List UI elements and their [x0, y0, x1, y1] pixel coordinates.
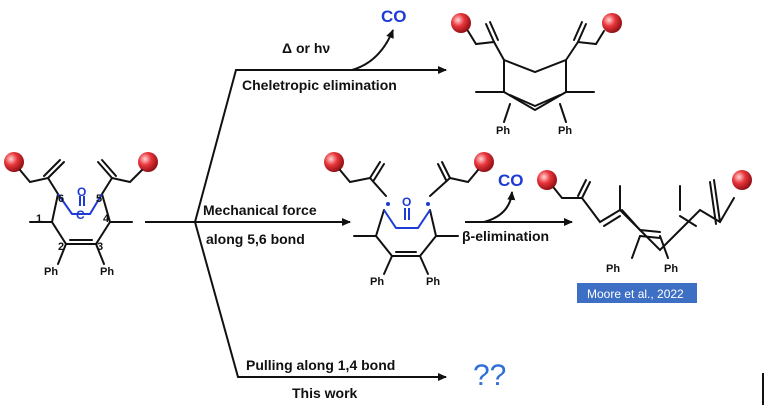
co-byproduct-middle: CO — [498, 171, 524, 190]
carbonyl-oxygen-label: O — [77, 185, 86, 199]
polymer-sphere-icon — [537, 170, 557, 190]
phenyl-label: Ph — [558, 125, 572, 137]
locant-4: 4 — [103, 213, 110, 225]
starting-molecule: O C 1 2 3 4 5 6 Ph Ph — [4, 152, 158, 278]
bottom-detail: This work — [292, 385, 358, 401]
locant-3: 3 — [97, 241, 103, 253]
polymer-sphere-icon — [732, 170, 752, 190]
top-conditions: Δ or hν — [282, 40, 330, 56]
phenyl-label: Ph — [664, 263, 678, 275]
polymer-sphere-icon — [474, 152, 494, 172]
bottom-conditions: Pulling along 1,4 bond — [246, 357, 395, 373]
phenyl-label: Ph — [100, 266, 114, 278]
radical-dot — [426, 202, 430, 206]
citation-text: Moore et al., 2022 — [587, 287, 684, 301]
phenyl-label: Ph — [370, 276, 384, 288]
polymer-sphere-icon — [602, 13, 622, 33]
phenyl-label: Ph — [496, 125, 510, 137]
polymer-sphere-icon — [324, 152, 344, 172]
phenyl-label: Ph — [44, 266, 58, 278]
top-pathway: Δ or hν Cheletropic elimination CO Ph Ph — [242, 7, 622, 137]
middle-pathway: Mechanical force along 5,6 bond O Ph Ph … — [203, 152, 752, 303]
locant-6: 6 — [58, 193, 64, 205]
locant-1: 1 — [36, 213, 42, 225]
phenyl-label: Ph — [606, 263, 620, 275]
phenyl-label: Ph — [426, 276, 440, 288]
middle-conditions: Mechanical force — [203, 202, 317, 218]
polymer-sphere-icon — [4, 152, 24, 172]
top-reaction-name: Cheletropic elimination — [242, 77, 397, 93]
beta-elimination-label: β-elimination — [462, 228, 549, 244]
bottom-pathway: Pulling along 1,4 bond This work ?? — [246, 357, 506, 401]
citation-badge — [577, 283, 697, 303]
locant-2: 2 — [58, 241, 64, 253]
polymer-sphere-icon — [138, 152, 158, 172]
carbonyl-carbon-label: C — [76, 208, 85, 222]
locant-5: 5 — [96, 193, 102, 205]
co-byproduct-top: CO — [381, 7, 407, 26]
branch-arrows — [145, 66, 447, 381]
unknown-product: ?? — [473, 359, 506, 392]
carbonyl-oxygen-label: O — [402, 195, 411, 209]
middle-detail: along 5,6 bond — [206, 231, 305, 247]
polymer-sphere-icon — [451, 13, 471, 33]
radical-dot — [386, 202, 390, 206]
